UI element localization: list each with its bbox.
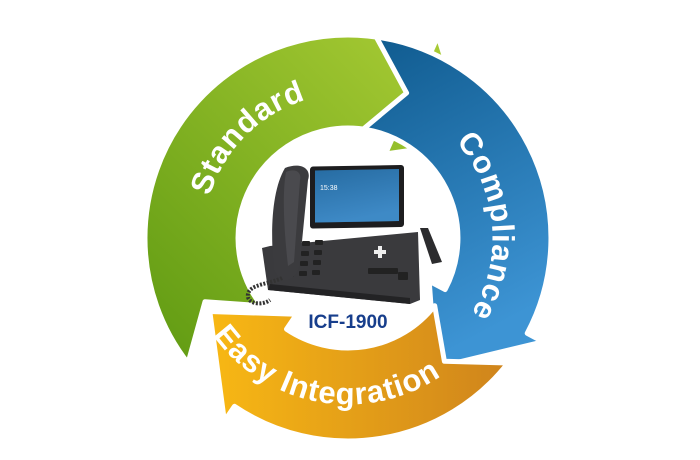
model-label: ICF-1900 (308, 312, 387, 333)
ip-phone-image: 15:38 (245, 165, 442, 306)
arrow-compliance (360, 34, 554, 371)
screen-time: 15:38 (320, 185, 338, 192)
nav-key (374, 246, 386, 258)
arrow-easy-integration (207, 303, 511, 444)
coiled-cord (245, 276, 283, 306)
phone-stand (420, 228, 442, 264)
